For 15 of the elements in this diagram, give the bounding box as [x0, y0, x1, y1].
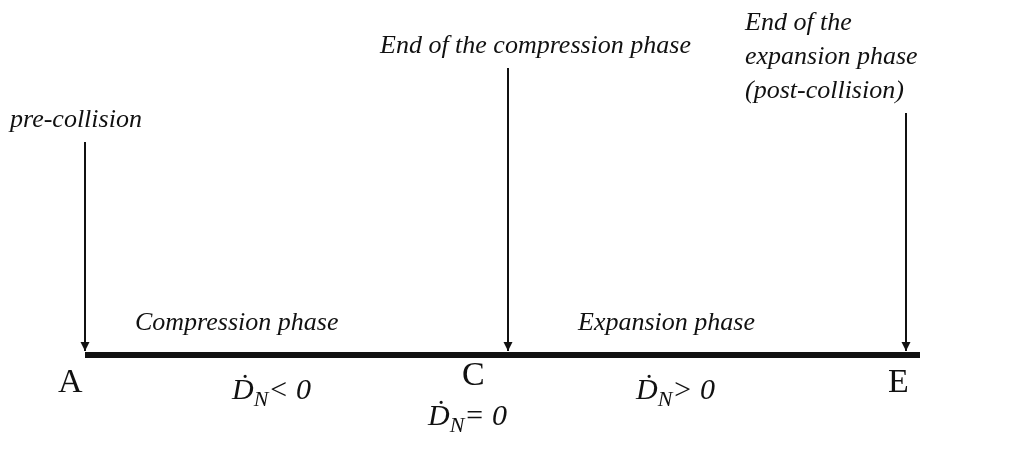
phase-label: Compression phase	[135, 306, 339, 338]
event-label: End of the expansion phase (post-collision)	[745, 5, 945, 107]
arrow	[503, 67, 513, 352]
timeline-bar	[85, 352, 920, 358]
event-label: pre-collision	[10, 102, 142, 136]
event-label: End of the compression phase	[380, 28, 691, 62]
formula: Ḋ$_{N}$> 0	[636, 372, 716, 412]
point-label: A	[58, 362, 83, 400]
formula: Ḋ$_{N}$< 0	[232, 372, 312, 412]
formula: Ḋ$_{N}$= 0	[428, 398, 508, 438]
point-label: E	[888, 362, 909, 400]
arrow	[80, 141, 90, 352]
point-label: C	[462, 355, 485, 393]
phase-label: Expansion phase	[578, 306, 755, 338]
arrow	[901, 112, 911, 352]
